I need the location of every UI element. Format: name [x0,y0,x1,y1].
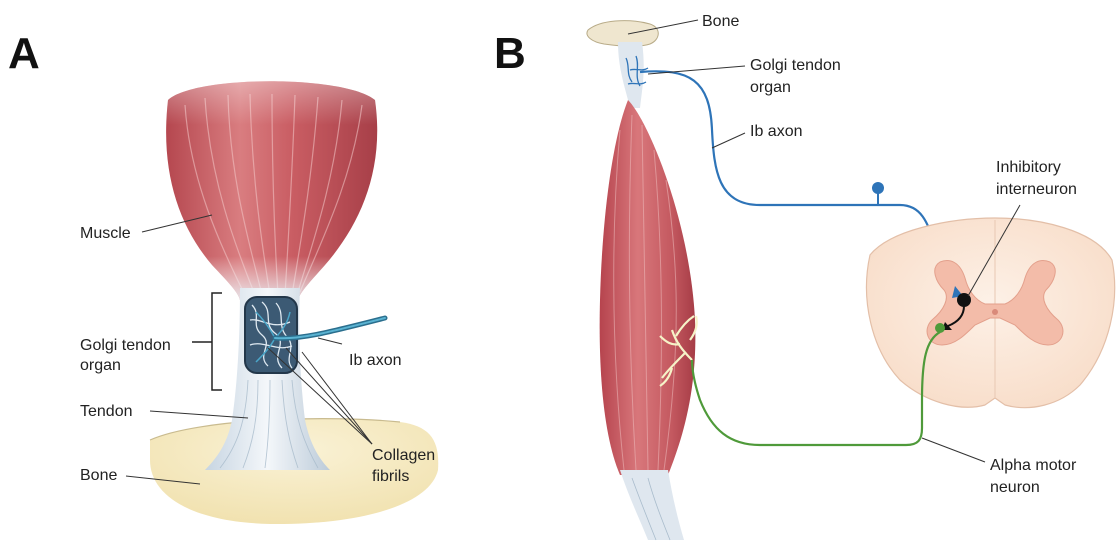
label-golgi-tendon-organ-b-line1: Golgi tendon [750,57,841,74]
panel-b-alpha-motor-cell-body [935,323,945,333]
panel-a: A [8,29,438,524]
label-inhibitory-interneuron-line2: interneuron [996,181,1077,198]
label-alpha-motor-neuron-line1: Alpha motor [990,457,1077,474]
panel-a-golgi-bracket [212,293,222,390]
panel-b-ib-cell-body [872,182,884,194]
panel-a-muscle-highlight [166,81,377,300]
label-collagen-fibrils-line1: Collagen [372,447,435,464]
panel-b-letter: B [494,29,526,78]
panel-b-upper-tendon [618,42,644,108]
label-collagen-fibrils-line2: fibrils [372,468,409,485]
label-inhibitory-interneuron-line1: Inhibitory [996,159,1061,176]
label-golgi-tendon-organ-a-line1: Golgi tendon [80,337,171,354]
label-golgi-tendon-organ-a-line2: organ [80,357,121,374]
panel-b-central-canal [992,309,998,315]
label-muscle: Muscle [80,225,131,242]
panel-a-letter: A [8,29,40,78]
label-alpha-motor-neuron-line2: neuron [990,479,1040,496]
label-ib-axon-b: Ib axon [750,123,802,140]
label-bone-a: Bone [80,467,117,484]
label-tendon: Tendon [80,403,133,420]
label-golgi-tendon-organ-b-line2: organ [750,79,791,96]
label-bone-b: Bone [702,13,739,30]
panel-b: B [494,13,1115,540]
label-ib-axon-a: Ib axon [349,352,401,369]
